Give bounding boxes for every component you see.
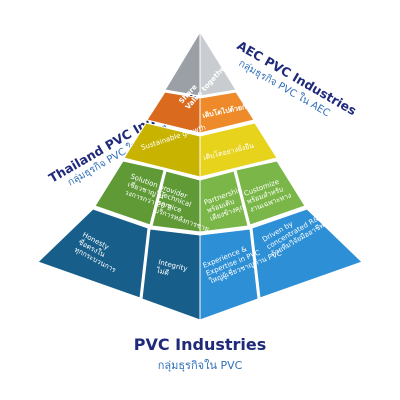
blue-tier-right-outer — [251, 208, 363, 299]
right-title: AEC PVC Industries — [235, 38, 360, 119]
blue-tier-left-outer — [37, 208, 149, 299]
green-tier-right-inner — [199, 170, 249, 233]
grey-tier-right — [199, 30, 237, 97]
blue-tier-left-inner — [141, 228, 201, 321]
bottom-title: PVC Industries — [133, 335, 267, 354]
green-tier-left-outer — [94, 160, 165, 226]
blue-tier-right-inner — [199, 228, 259, 321]
green-tier-right-outer — [235, 160, 306, 226]
label-line: ไม่ดี — [154, 265, 169, 277]
orange-tier-right — [199, 91, 255, 134]
bottom-subtitle: กลุ่มธุรกิจใน PVC — [157, 359, 243, 372]
yellow-tier-right — [199, 122, 278, 178]
